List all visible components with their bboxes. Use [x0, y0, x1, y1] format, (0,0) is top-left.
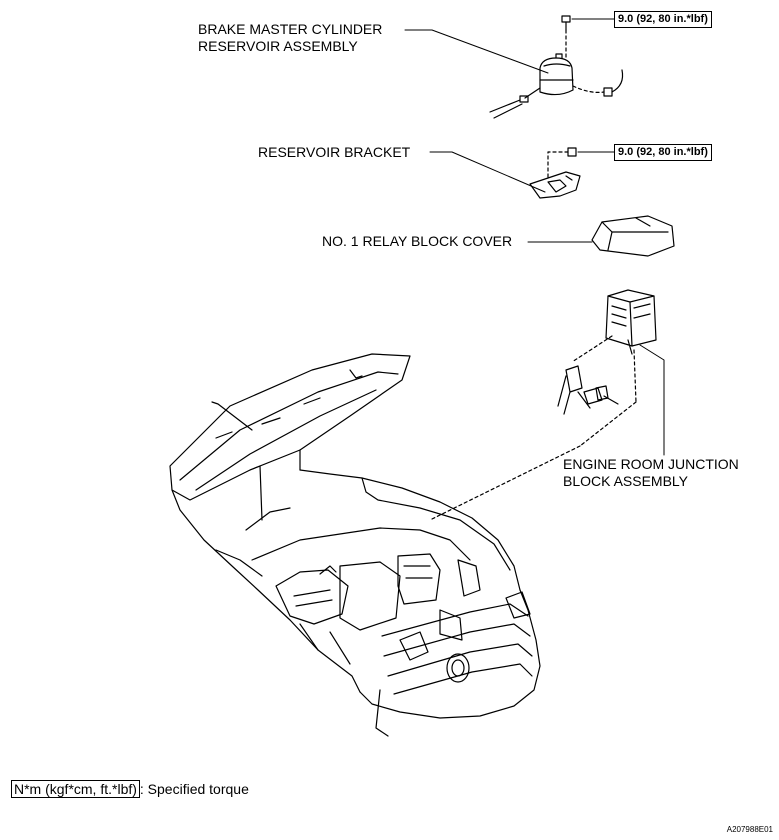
junction-block-part	[429, 289, 657, 521]
brake-reservoir-label-line2: RESERVOIR ASSEMBLY	[198, 38, 358, 54]
brake-reservoir-label-line1: BRAKE MASTER CYLINDER	[198, 21, 383, 37]
reservoir-bracket-part	[529, 147, 581, 199]
legend-description: : Specified torque	[139, 781, 249, 797]
reservoir-bracket-label: RESERVOIR BRACKET	[258, 144, 411, 160]
torque-connectors	[571, 18, 615, 153]
legend-unit-box: N*m (kgf*cm, ft.*lbf)	[11, 780, 140, 798]
relay-block-cover-label: NO. 1 RELAY BLOCK COVER	[322, 233, 513, 249]
leader-lines	[404, 29, 665, 456]
reservoir-torque-spec: 9.0 (92, 80 in.*lbf)	[614, 11, 712, 28]
figure-id: A207988E01	[726, 825, 773, 834]
relay-block-cover-part	[591, 215, 675, 257]
vehicle-drawing	[169, 353, 541, 737]
junction-block-label-line2: BLOCK ASSEMBLY	[563, 473, 689, 489]
junction-block-label-line1: ENGINE ROOM JUNCTION	[563, 456, 739, 472]
bracket-torque-spec: 9.0 (92, 80 in.*lbf)	[614, 144, 712, 161]
brake-reservoir-part	[489, 15, 624, 119]
torque-legend: N*m (kgf*cm, ft.*lbf): Specified torque	[11, 780, 249, 798]
